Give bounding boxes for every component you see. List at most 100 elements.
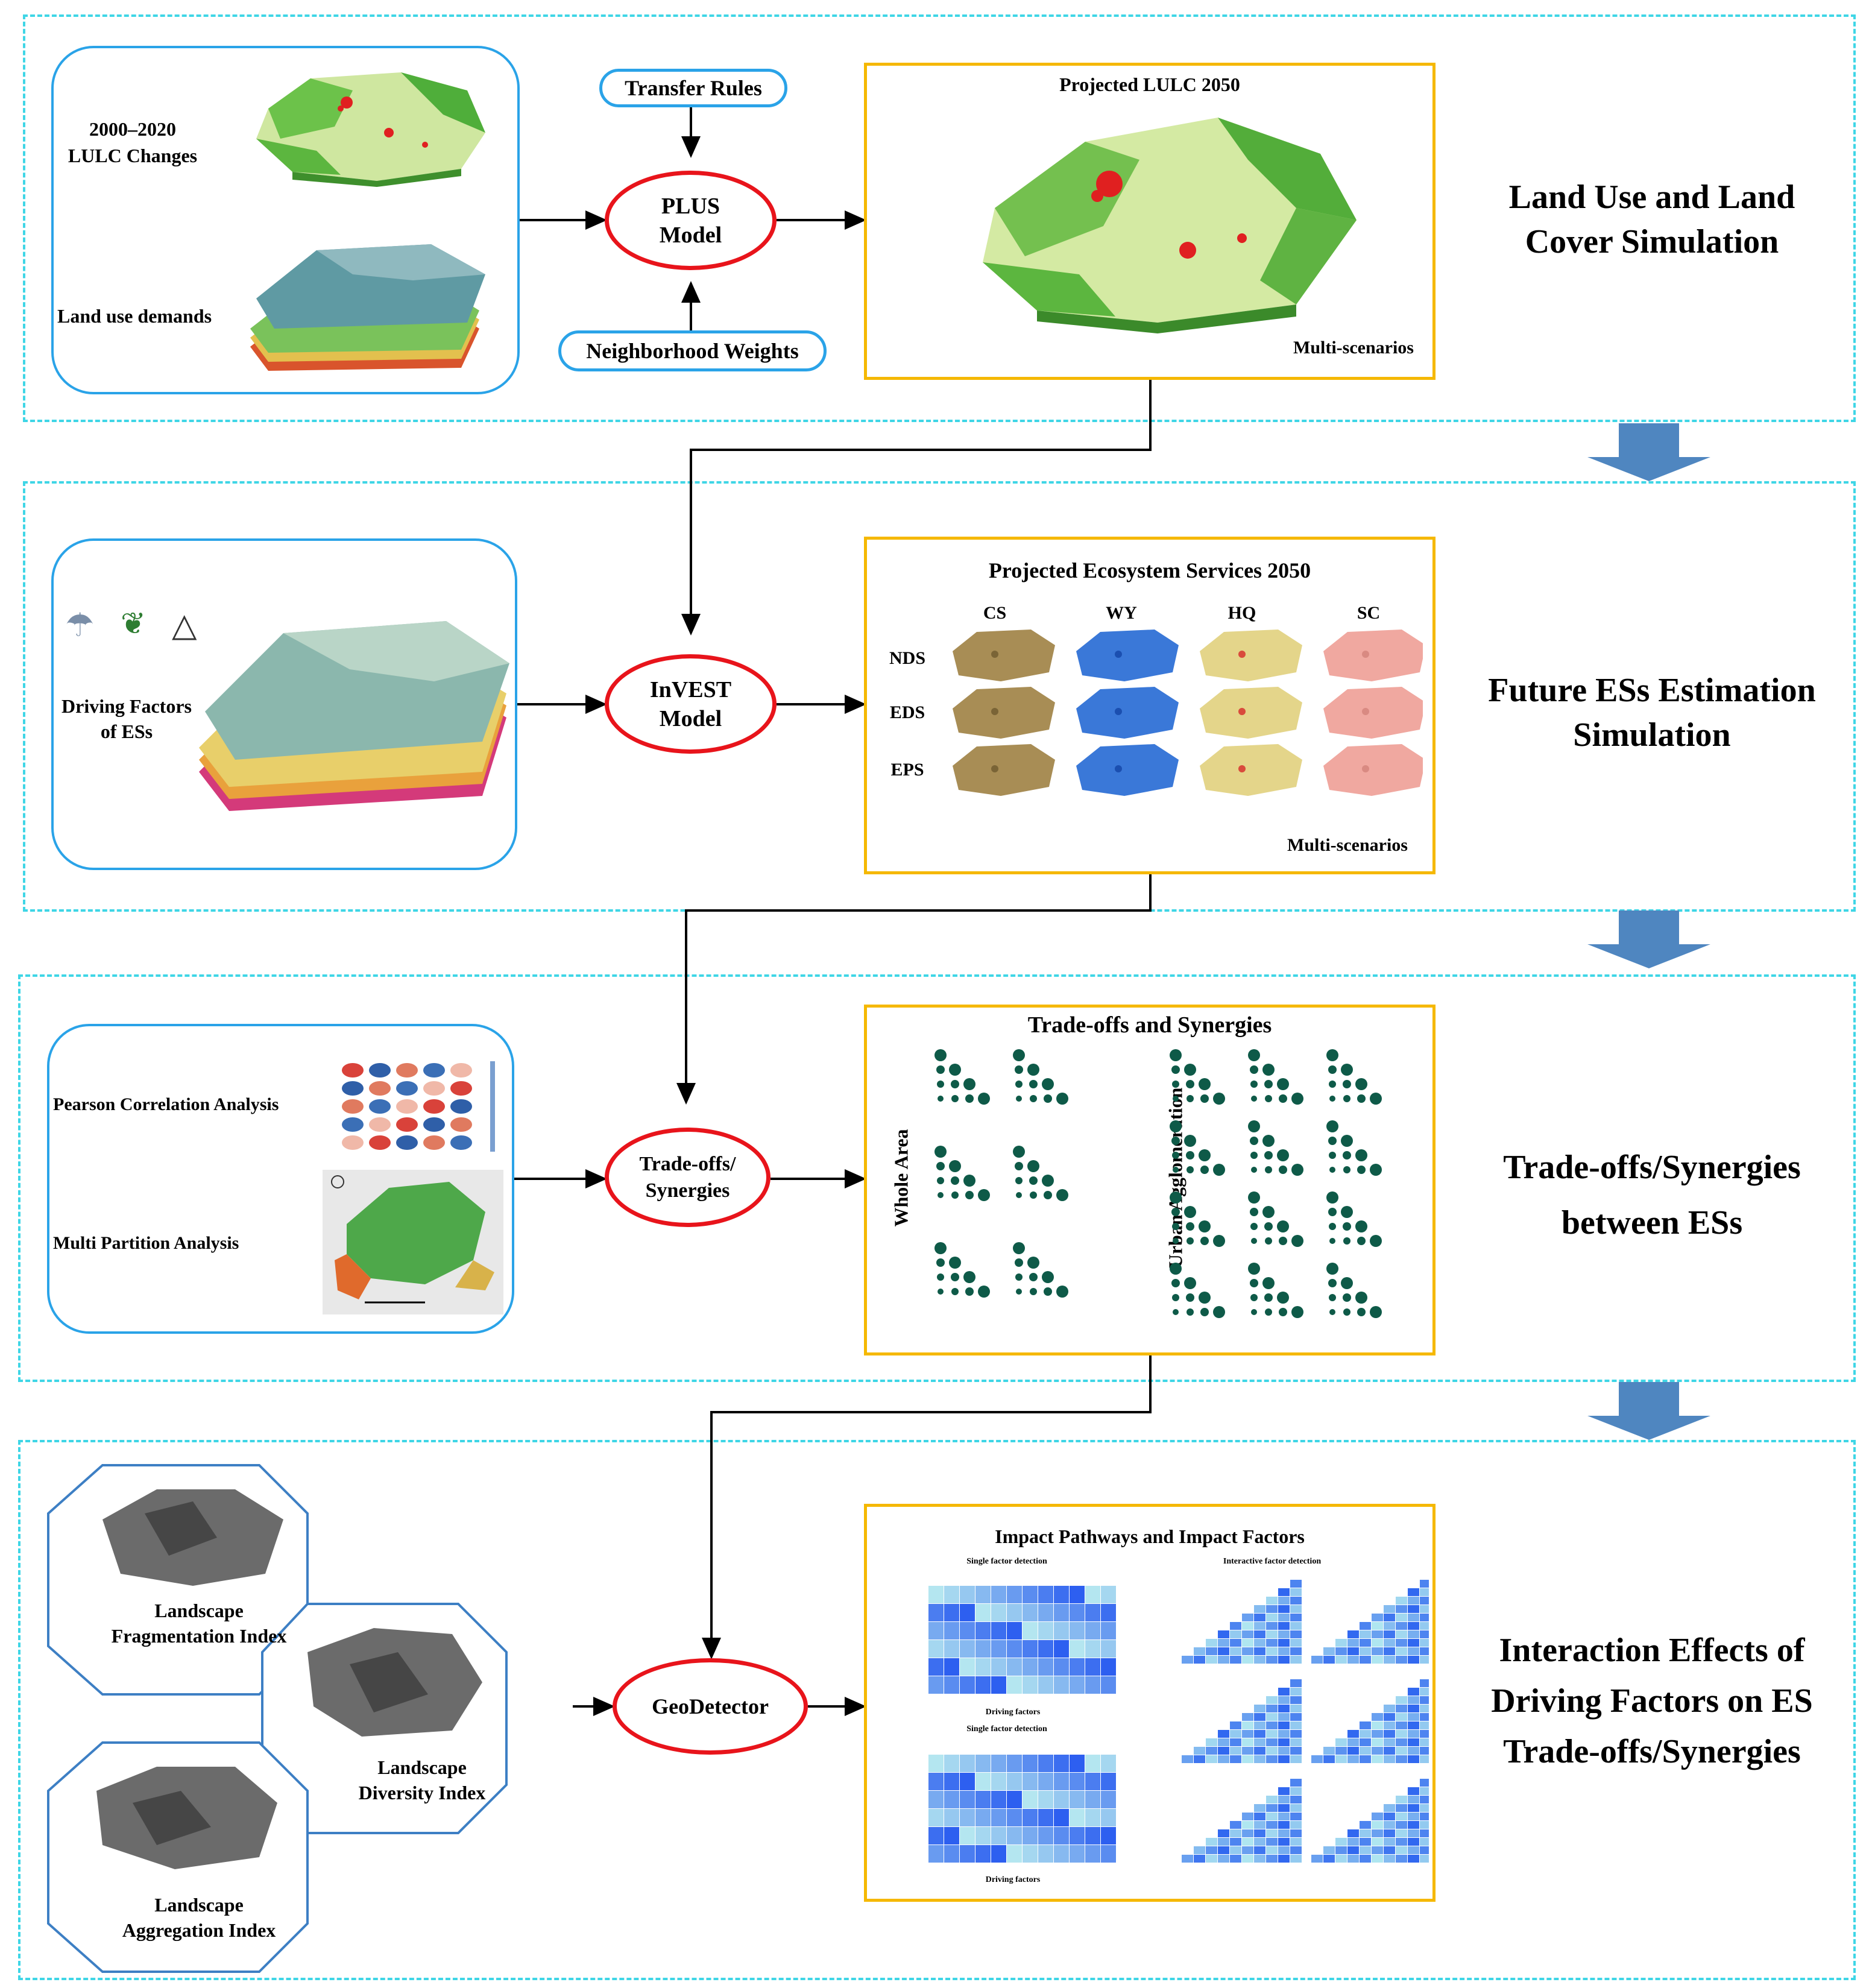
heat-tri-cell (1408, 1755, 1419, 1763)
heat-cell (1054, 1604, 1069, 1621)
bubble (1016, 1192, 1022, 1198)
bubble (937, 1081, 944, 1088)
heat-cell (928, 1755, 944, 1772)
heat-cell (1007, 1791, 1022, 1808)
heat-cell (1070, 1604, 1085, 1621)
heat-cell (975, 1791, 991, 1808)
heat-tri-cell (1242, 1614, 1253, 1621)
heat-tri-cell (1384, 1747, 1395, 1755)
es-map-hotspot (1238, 765, 1246, 772)
bubble (1328, 1279, 1337, 1287)
heat-tri-cell (1206, 1656, 1217, 1664)
heat-cell (1007, 1773, 1022, 1790)
heat-tri-cell (1323, 1755, 1335, 1763)
label-lulc-changes: 2000–2020 LULC Changes (68, 118, 198, 166)
heat-tri-cell (1206, 1755, 1217, 1763)
bubble (1250, 1223, 1258, 1230)
bubble (1042, 1078, 1054, 1090)
heat-tri-cell (1266, 1605, 1278, 1613)
heat-cell (1023, 1604, 1038, 1621)
heat-tri-cell (1254, 1614, 1265, 1621)
bubble (1013, 1049, 1025, 1061)
heat-tri-cell (1230, 1846, 1241, 1854)
heat-tri-cell (1254, 1821, 1265, 1829)
output-box-tradeoffs (864, 1005, 1436, 1355)
heat-tri-cell (1242, 1821, 1253, 1829)
es-map-thumb (1200, 630, 1302, 681)
heat-cell (975, 1773, 991, 1790)
bubble (1213, 1306, 1225, 1318)
heat-tri-cell (1396, 1747, 1407, 1755)
heat-tri-cell (1311, 1755, 1323, 1763)
bubble (1265, 1308, 1272, 1316)
heat-tri-cell (1396, 1813, 1407, 1820)
bubble (1326, 1120, 1338, 1132)
heat-tri-cell (1278, 1647, 1290, 1655)
heat-cell (1007, 1604, 1022, 1621)
heat-tri-cell (1218, 1639, 1229, 1647)
bubble (1186, 1293, 1194, 1302)
heat-cell (1023, 1755, 1038, 1772)
heat-tri-cell (1384, 1846, 1395, 1854)
heat-cell (960, 1845, 975, 1863)
bubble (1173, 1167, 1179, 1173)
heat-tri-cell (1396, 1713, 1407, 1721)
heat-cell (1054, 1773, 1069, 1790)
bubble (951, 1176, 959, 1185)
heat-cell (1054, 1809, 1069, 1826)
heat-tri-cell (1335, 1855, 1347, 1863)
heat-tri-cell (1266, 1846, 1278, 1854)
heat-cell (1054, 1586, 1069, 1603)
bubble (1248, 1263, 1260, 1275)
heat-tri-cell (1347, 1838, 1359, 1846)
heat-tri-cell (1372, 1721, 1383, 1729)
es-map-hotspot (1115, 651, 1122, 658)
heat-tri-cell (1420, 1813, 1429, 1820)
heat-tri-cell (1254, 1705, 1265, 1712)
bubble (1370, 1235, 1382, 1247)
bubble (1173, 1238, 1179, 1244)
bubble (1248, 1120, 1260, 1132)
heat-cell (991, 1755, 1006, 1772)
heat-tri-cell (1266, 1639, 1278, 1647)
heat-tri-cell (1384, 1829, 1395, 1837)
heat-tri-cell (1420, 1838, 1429, 1846)
bubble (1265, 1166, 1272, 1173)
heat-cell (928, 1658, 944, 1676)
pearson-cell (450, 1099, 472, 1114)
heat-cell (1007, 1640, 1022, 1658)
bubble (1200, 1166, 1209, 1174)
bubble (934, 1242, 947, 1254)
bubble (1199, 1149, 1211, 1161)
heat-cell (960, 1604, 975, 1621)
heat-cell (1023, 1773, 1038, 1790)
heat-tri-cell (1420, 1630, 1429, 1638)
bubble (1328, 1208, 1337, 1216)
driving-factors-axis-2: Driving factors (985, 1875, 1041, 1884)
bubble (965, 1191, 974, 1199)
heat-tri-cell (1230, 1721, 1241, 1729)
heat-tri-cell (1290, 1713, 1302, 1721)
heat-tri-cell (1420, 1855, 1429, 1863)
bubble (1341, 1135, 1353, 1147)
side-title-tradeoffs: Trade-offs/Synergies between ESs (1503, 1149, 1801, 1242)
land-use-demands-stack (250, 244, 485, 371)
heat-tri-cell (1372, 1838, 1383, 1846)
bubble (1186, 1222, 1194, 1231)
bubble (1277, 1078, 1289, 1090)
heat-tri-cell (1242, 1630, 1253, 1638)
bubble (1262, 1277, 1275, 1289)
heat-tri-cell (1360, 1656, 1371, 1664)
heat-cell (1070, 1791, 1085, 1808)
heat-tri-cell (1384, 1755, 1395, 1763)
heat-cell (975, 1658, 991, 1676)
es-map-hotspot (991, 708, 998, 715)
es-map-hotspot (1238, 708, 1246, 715)
heat-tri-cell (1278, 1838, 1290, 1846)
bubble (1187, 1237, 1194, 1245)
heat-cell (991, 1604, 1006, 1621)
heat-tri-cell (1266, 1738, 1278, 1746)
heat-cell (991, 1809, 1006, 1826)
heat-cell (928, 1622, 944, 1639)
bubble (1370, 1164, 1382, 1176)
